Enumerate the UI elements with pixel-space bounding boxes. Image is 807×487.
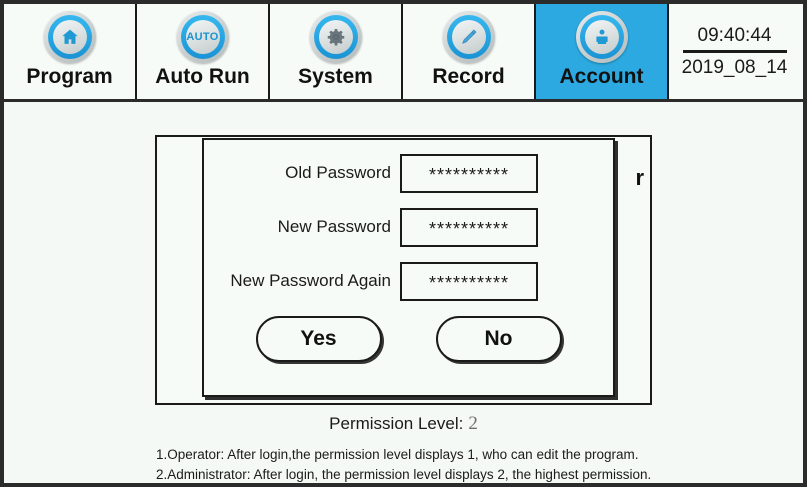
tab-account-label: Account <box>559 65 644 88</box>
tab-program-label: Program <box>26 65 113 88</box>
person-icon <box>575 11 628 63</box>
permission-level-value: 2 <box>468 413 478 434</box>
yes-button[interactable]: Yes <box>255 316 382 362</box>
clock-display: 09:40:44 2019_08_14 <box>669 4 800 99</box>
old-password-input[interactable]: ********** <box>400 153 538 193</box>
gear-icon <box>309 11 362 63</box>
tab-auto-run-label: Auto Run <box>155 65 250 88</box>
auto-icon: AUTO <box>176 11 229 63</box>
permission-notes: 1.Operator: After login,the permission l… <box>156 445 716 483</box>
dialog-button-row: Yes No <box>204 316 613 362</box>
note-line-administrator: 2.Administrator: After login, the permis… <box>156 466 652 482</box>
tab-system-label: System <box>298 65 373 88</box>
top-navigation-bar: Program AUTO Auto Run <box>4 4 803 102</box>
panel-occluded-text: r <box>635 165 644 190</box>
tab-system[interactable]: System <box>270 4 403 99</box>
tab-account[interactable]: Account <box>536 4 669 99</box>
clock-time: 09:40:44 <box>697 24 772 46</box>
field-row-old-password: Old Password ********** <box>204 153 613 193</box>
permission-level-row: Permission Level:2 <box>4 413 803 435</box>
new-password-again-input[interactable]: ********** <box>400 261 538 301</box>
home-icon <box>43 11 96 63</box>
field-row-new-password: New Password ********** <box>204 207 613 247</box>
tab-record[interactable]: Record <box>403 4 536 99</box>
no-button[interactable]: No <box>435 316 562 362</box>
field-row-new-password-again: New Password Again ********** <box>204 261 613 301</box>
permission-level-label: Permission Level: <box>329 414 464 433</box>
note-line-operator: 1.Operator: After login,the permission l… <box>156 447 639 462</box>
tab-program[interactable]: Program <box>4 4 137 99</box>
pencil-icon <box>442 11 495 63</box>
change-password-dialog: Old Password ********** New Password ***… <box>202 138 615 397</box>
new-password-label: New Password <box>277 217 391 236</box>
tab-auto-run[interactable]: AUTO Auto Run <box>137 4 270 99</box>
clock-date: 2019_08_14 <box>681 56 788 78</box>
old-password-label: Old Password <box>285 163 391 182</box>
tab-record-label: Record <box>432 65 505 88</box>
auto-icon-label: AUTO <box>186 31 219 43</box>
new-password-input[interactable]: ********** <box>400 207 538 247</box>
new-password-again-label: New Password Again <box>230 271 391 290</box>
clock-divider <box>682 49 787 53</box>
